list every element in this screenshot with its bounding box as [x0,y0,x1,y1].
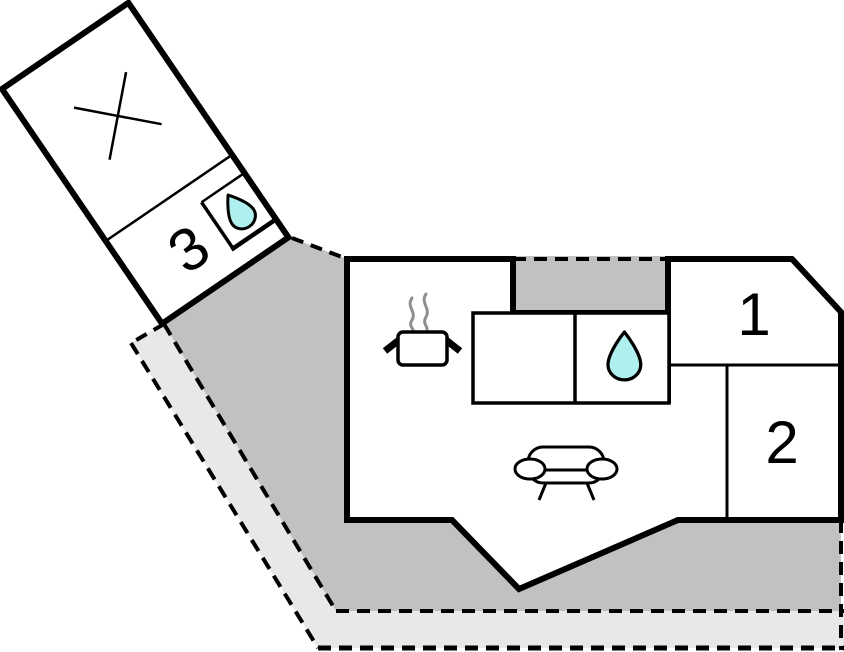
annex-outline [0,0,293,328]
dashed-outer-diagonal [129,341,320,650]
room-1-label: 1 [737,281,770,348]
sofa-leg-right [585,482,596,501]
cooking-pot-icon [382,330,463,367]
dashed-outer-cap [130,322,165,345]
sofa-leg-left [537,482,548,501]
water-drop-icon [606,330,643,382]
dashed-connector [291,236,348,261]
terrace-dashed-boundaries [129,236,844,651]
sofa-armrest-left [513,457,547,481]
x-mark-icon [73,71,162,160]
annex-bath-bottom [230,217,278,252]
terrace-upper [164,238,841,611]
annex-bath-left [200,201,235,250]
steam-wave-left [408,296,415,333]
steam-wave-right [422,292,429,332]
sofa-icon [513,445,619,501]
sofa-armrest-right [585,457,619,481]
wall-annex-partition [104,153,233,243]
x-stroke-2 [108,71,128,160]
dashed-inner-diagonal [162,322,338,613]
room-2-label: 2 [765,409,798,476]
water-drop-icon [226,193,257,231]
entrance-porch [513,256,668,313]
steam-icon [408,292,429,333]
pot-body [396,330,449,367]
annex-building: 3 [0,0,293,328]
annex-bath-box [200,171,278,252]
kitchen-area [382,292,463,367]
hall-bathroom-box [471,311,671,405]
annex-bath-top [200,171,246,204]
